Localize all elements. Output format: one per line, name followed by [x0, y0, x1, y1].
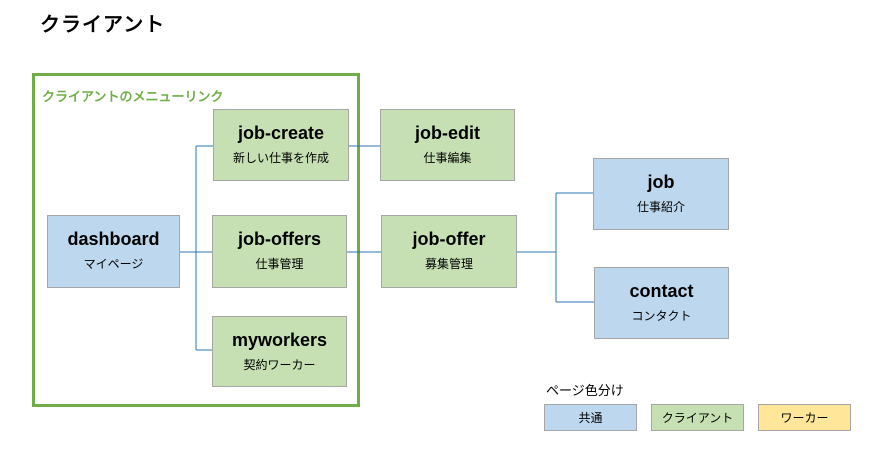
legend-item-common-label: 共通	[578, 411, 603, 425]
client-menu-frame-label: クライアントのメニューリンク	[42, 90, 224, 105]
node-myworkers-name: myworkers	[231, 330, 328, 350]
node-job-create: job-create 新しい仕事を作成	[213, 109, 349, 181]
legend-item-common: 共通	[544, 404, 637, 431]
legend-item-worker-label: ワーカー	[780, 411, 829, 425]
node-job-edit-desc: 仕事編集	[423, 151, 472, 165]
legend-title: ページ色分け	[546, 384, 624, 399]
node-myworkers-desc: 契約ワーカー	[243, 358, 316, 372]
legend-item-client: クライアント	[651, 404, 744, 431]
node-job-create-name: job-create	[237, 123, 325, 143]
node-job-desc: 仕事紹介	[636, 200, 685, 214]
legend-item-client-label: クライアント	[661, 411, 734, 425]
node-job: job 仕事紹介	[593, 158, 729, 230]
node-job-edit-name: job-edit	[415, 123, 480, 143]
client-menu-frame	[32, 73, 360, 407]
node-myworkers: myworkers 契約ワーカー	[212, 316, 347, 387]
page-title: クライアント	[40, 12, 166, 36]
node-job-offer-desc: 募集管理	[424, 257, 473, 271]
node-job-offer-name: job-offer	[412, 229, 486, 249]
node-contact-desc: コンタクト	[631, 309, 692, 323]
node-job-offers-desc: 仕事管理	[255, 257, 304, 271]
node-job-offers: job-offers 仕事管理	[212, 215, 347, 288]
node-dashboard-name: dashboard	[67, 229, 160, 249]
node-job-offer: job-offer 募集管理	[381, 215, 517, 288]
legend-item-worker: ワーカー	[758, 404, 851, 431]
node-job-create-desc: 新しい仕事を作成	[232, 151, 329, 165]
node-dashboard-desc: マイページ	[83, 257, 144, 271]
node-job-offers-name: job-offers	[238, 229, 321, 249]
node-contact: contact コンタクト	[594, 267, 729, 339]
node-contact-name: contact	[629, 281, 694, 301]
node-job-name: job	[647, 172, 675, 192]
node-job-edit: job-edit 仕事編集	[380, 109, 515, 181]
node-dashboard: dashboard マイページ	[47, 215, 180, 288]
